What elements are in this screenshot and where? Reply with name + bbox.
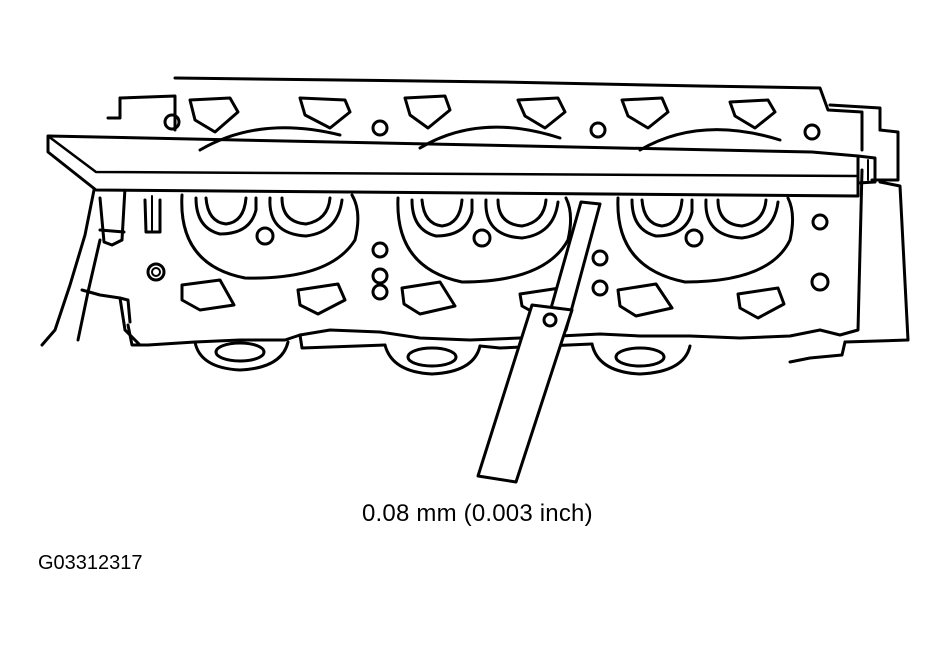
lower-passages	[182, 280, 784, 318]
figure-id: G03312317	[38, 552, 143, 574]
left-side-structure	[42, 96, 175, 345]
straight-edge	[48, 136, 875, 196]
measurement-label: 0.08 mm (0.003 inch)	[362, 500, 593, 527]
bolt-holes	[145, 196, 828, 299]
combustion-chambers	[182, 195, 793, 282]
upper-features	[165, 96, 819, 150]
feeler-gauge	[478, 202, 600, 482]
cylinder-head-deck	[128, 78, 908, 362]
